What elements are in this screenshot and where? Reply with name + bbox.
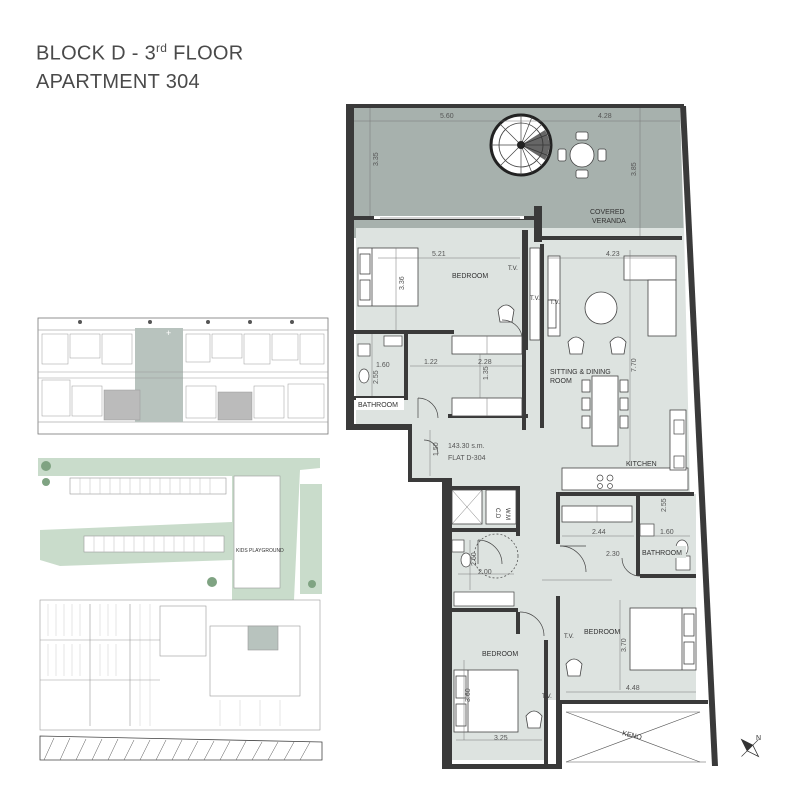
tv-label-4: T.V. xyxy=(564,634,574,640)
dim-2-30: 2.30 xyxy=(606,551,620,558)
dim-1-22: 1.22 xyxy=(424,359,438,366)
dim-2-00: 2.00 xyxy=(478,569,492,576)
page-title: BLOCK D - 3rd FLOOR xyxy=(36,41,244,65)
dim-5-21: 5.21 xyxy=(432,251,446,258)
veranda-table xyxy=(557,131,607,179)
apartment-highlight xyxy=(135,328,183,422)
north-arrow-icon xyxy=(740,738,760,758)
dim-3-85: 3.85 xyxy=(631,162,638,176)
page-header: BLOCK D - 3rd FLOOR APARTMENT 304 xyxy=(36,34,244,96)
dim-1-60-b: 1.60 xyxy=(660,529,674,536)
dim-2-28: 2.28 xyxy=(478,359,492,366)
doors xyxy=(417,319,641,637)
right-bathroom-label: BATHROOM xyxy=(642,550,682,557)
dim-3-60: 3.60 xyxy=(465,688,472,702)
tv-label-2: T.V. xyxy=(530,296,540,302)
bed-bottom-bedroom xyxy=(453,669,519,733)
dim-4-48: 4.48 xyxy=(626,685,640,692)
dim-3-35: 3.35 xyxy=(373,152,380,166)
apartment-floor-plan: COVERED VERANDA BEDROOM BATHROOM SITTING… xyxy=(346,104,718,769)
dim-7-70: 7.70 xyxy=(631,358,638,372)
dim-2-44: 2.44 xyxy=(592,529,606,536)
right-bedroom-label: BEDROOM xyxy=(584,629,620,636)
dim-2-55-b: 2.55 xyxy=(661,498,668,512)
dim-1-50: 1.50 xyxy=(433,442,440,456)
tv-label-1: T.V. xyxy=(508,266,518,272)
area-label: 143.30 s.m. xyxy=(448,443,485,450)
dimension-lines xyxy=(354,108,696,741)
flat-label: FLAT D-304 xyxy=(448,455,486,462)
tv-label-3: T.V. xyxy=(550,300,560,306)
kitchen-counter xyxy=(596,419,685,489)
dim-2-55-a: 2.55 xyxy=(373,370,380,384)
dim-3-70: 3.70 xyxy=(621,638,628,652)
top-bedroom-label: BEDROOM xyxy=(452,273,488,280)
sitting-label-2: ROOM xyxy=(550,378,572,385)
kids-playground-label: KIDS PLAYGROUND xyxy=(236,548,284,554)
north-label: N xyxy=(756,735,761,742)
wm-label: W.M xyxy=(504,508,510,520)
bed-top-bedroom xyxy=(357,247,419,307)
sitting-label-1: SITTING & DINING xyxy=(550,369,611,376)
spiral-staircase xyxy=(489,113,553,177)
veranda-label-2: VERANDA xyxy=(592,218,626,225)
building-key-plan: + xyxy=(37,317,329,435)
apartment-title: APARTMENT 304 xyxy=(36,70,200,93)
keno-label: KENO xyxy=(621,730,642,742)
interior-area xyxy=(356,228,690,760)
cd-label: C.D xyxy=(494,508,500,519)
bed-right-bedroom xyxy=(629,607,697,671)
kitchen-label: KITCHEN xyxy=(626,461,657,468)
veranda-label-1: COVERED xyxy=(590,209,625,216)
keno-hatch xyxy=(565,711,706,763)
tv-label-5: T.V. xyxy=(542,694,552,700)
dim-2-60: 2.60 xyxy=(471,552,478,566)
dim-3-25: 3.25 xyxy=(494,735,508,742)
dim-5-60: 5.60 xyxy=(440,113,454,120)
dim-1-60-a: 1.60 xyxy=(376,362,390,369)
dim-3-36: 3.36 xyxy=(399,276,406,290)
bottom-bedroom-label: BEDROOM xyxy=(482,651,518,658)
exterior-walls xyxy=(346,104,718,769)
site-plan: KIDS PLAYGROUND xyxy=(38,458,323,761)
svg-text:+: + xyxy=(166,328,171,338)
living-furniture xyxy=(497,255,677,729)
dim-4-28: 4.28 xyxy=(598,113,612,120)
dim-1-35: 1.35 xyxy=(483,366,490,380)
dim-4-23: 4.23 xyxy=(606,251,620,258)
left-bathroom-label: BATHROOM xyxy=(358,402,398,409)
